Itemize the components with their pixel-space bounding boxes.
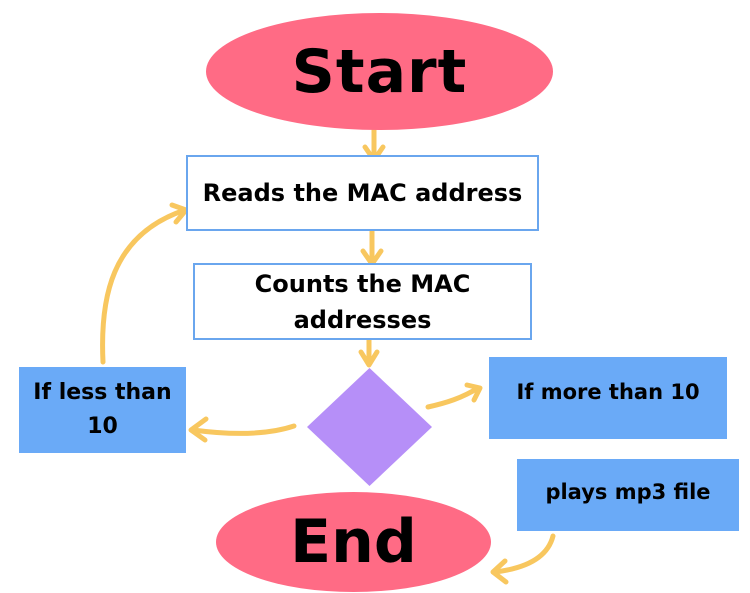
arrow-decision-to-more — [425, 382, 483, 410]
arrow-decision-to-less — [188, 416, 297, 443]
start-terminal: Start — [206, 13, 553, 130]
decision-diamond — [307, 368, 432, 486]
read-mac-step: Reads the MAC address — [186, 155, 539, 231]
arrow-read-to-count — [360, 227, 384, 267]
more-than-10-branch: If more than 10 — [489, 357, 727, 439]
arrow-count-to-decision — [358, 337, 380, 368]
arrow-mp3-to-end — [490, 533, 556, 585]
end-terminal: End — [216, 492, 491, 592]
play-mp3-step: plays mp3 file — [517, 459, 739, 531]
arrow-less-to-read — [100, 202, 189, 365]
less-than-10-branch: If less than 10 — [19, 367, 186, 453]
count-mac-step: Counts the MAC addresses — [193, 263, 532, 340]
